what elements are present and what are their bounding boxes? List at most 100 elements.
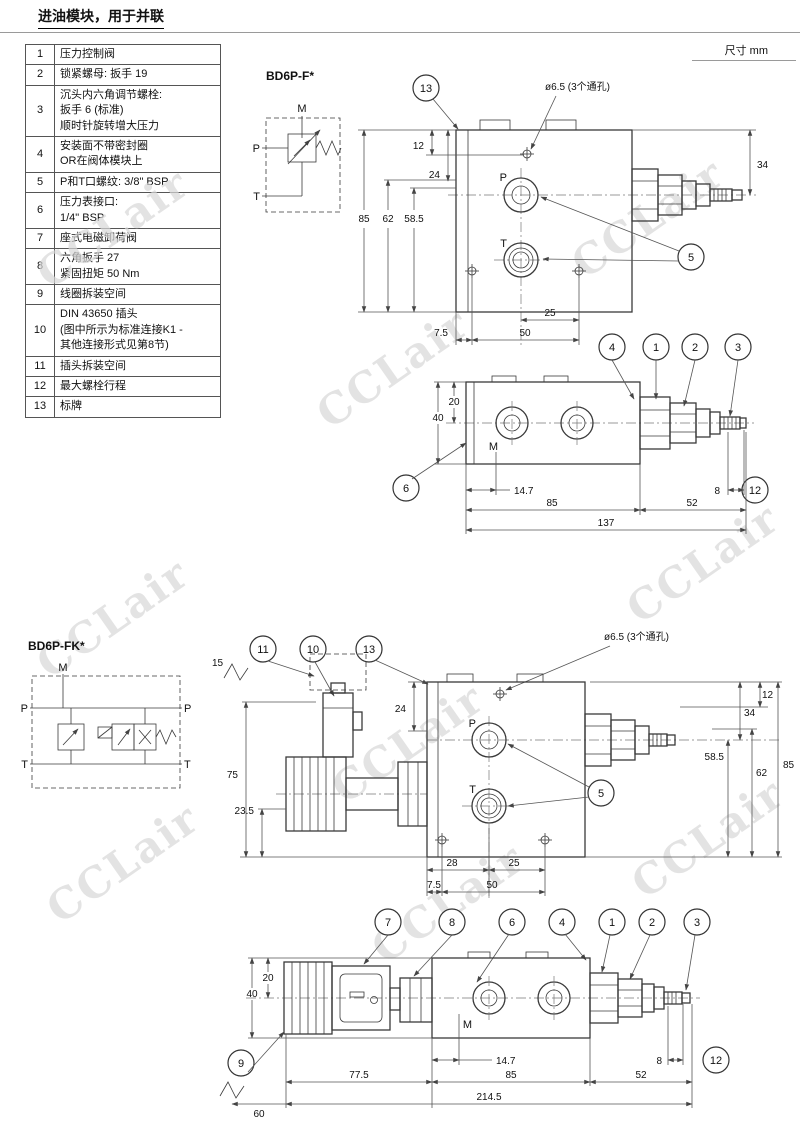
legend-item-number: 3 bbox=[25, 84, 55, 137]
mounting-tab bbox=[545, 119, 577, 131]
hydraulic-symbol: M P P T T bbox=[21, 662, 191, 789]
port-label-t: T bbox=[184, 759, 191, 771]
svg-text:4: 4 bbox=[559, 917, 565, 929]
dim-85: 85 bbox=[358, 214, 370, 225]
port-label-p: P bbox=[500, 172, 507, 184]
spring-symbol bbox=[315, 139, 342, 157]
svg-text:6: 6 bbox=[403, 483, 409, 495]
dimensions-right-side: 12 34 58.5 62 85 bbox=[585, 681, 795, 858]
watermark-layer: CCLair CCLair CCLair CCLair CCLair CCLai… bbox=[28, 148, 793, 973]
port-label-m: M bbox=[489, 441, 498, 453]
dimensions-bottom-view: 20 40 14.7 8 77.5 85 bbox=[219, 957, 693, 1120]
dim-14-7: 14.7 bbox=[496, 1056, 516, 1067]
dim-52: 52 bbox=[635, 1070, 647, 1081]
svg-text:2: 2 bbox=[649, 917, 655, 929]
svg-text:5: 5 bbox=[688, 252, 694, 264]
callout-8: 8 bbox=[438, 908, 466, 936]
dim-23-5: 23.5 bbox=[235, 806, 255, 817]
callout-5: 5 bbox=[587, 779, 615, 807]
port-p bbox=[503, 177, 539, 213]
legend-item-number: 8 bbox=[25, 248, 55, 286]
watermark-text: CCLair bbox=[623, 768, 793, 908]
hole-diameter-note: ø6.5 (3个通孔) bbox=[545, 81, 610, 93]
dim-214-5: 214.5 bbox=[476, 1092, 501, 1103]
mounting-tab bbox=[467, 951, 491, 959]
svg-text:2: 2 bbox=[692, 342, 698, 354]
spring-symbol bbox=[155, 729, 177, 746]
callout-6: 6 bbox=[498, 908, 526, 936]
dim-34: 34 bbox=[757, 160, 769, 171]
dim-137: 137 bbox=[598, 518, 615, 529]
drawing-bd6p-f: BD6P-F* M P T bbox=[253, 69, 769, 534]
legend-item-text: 标牌 bbox=[54, 396, 221, 418]
legend-item-text: 安装面不带密封圈 OR在阀体模块上 bbox=[54, 135, 221, 173]
callout-12: 12 bbox=[702, 1046, 730, 1074]
callout-13: 13 bbox=[412, 74, 440, 102]
dim-25: 25 bbox=[544, 308, 556, 319]
dim-50: 50 bbox=[519, 328, 531, 339]
through-hole bbox=[520, 147, 534, 161]
dim-24: 24 bbox=[429, 170, 441, 181]
plug-cable-tab bbox=[389, 987, 401, 1011]
dim-58-5: 58.5 bbox=[404, 214, 424, 225]
port-label-m: M bbox=[297, 103, 306, 115]
callout-5: 5 bbox=[677, 243, 705, 271]
legend-item-text: 沉头内六角调节螺栓: 扳手 6 (标准) 顺时针旋转增大压力 bbox=[54, 84, 221, 137]
dim-58-5: 58.5 bbox=[705, 752, 725, 763]
callout-4: 4 bbox=[548, 908, 576, 936]
mounting-tab bbox=[491, 375, 517, 383]
dim-77-5: 77.5 bbox=[349, 1070, 369, 1081]
legend-item-number: 13 bbox=[25, 396, 55, 418]
solenoid-coil bbox=[285, 756, 428, 832]
svg-text:3: 3 bbox=[735, 342, 741, 354]
header-rule bbox=[0, 32, 800, 33]
callout-11: 11 bbox=[249, 635, 277, 663]
legend-item-text: 六角扳手 27 紧固扭矩 50 Nm bbox=[54, 248, 221, 286]
model-label: BD6P-FK* bbox=[28, 639, 85, 653]
dim-62: 62 bbox=[756, 768, 768, 779]
solenoid-valve-symbol bbox=[111, 723, 135, 751]
callout-6: 6 bbox=[392, 474, 420, 502]
callout-3: 3 bbox=[724, 333, 752, 361]
dim-75: 75 bbox=[227, 770, 239, 781]
svg-text:13: 13 bbox=[363, 644, 375, 656]
legend-item-text: P和T口螺纹: 3/8" BSP bbox=[54, 171, 221, 194]
mounting-tab bbox=[479, 119, 511, 131]
watermark-text: CCLair bbox=[28, 548, 198, 688]
callout-10: 10 bbox=[299, 635, 327, 663]
dim-85b: 85 bbox=[505, 1070, 517, 1081]
svg-text:3: 3 bbox=[694, 917, 700, 929]
cartridge-nut bbox=[397, 761, 428, 827]
port-label-t: T bbox=[253, 191, 260, 203]
callout-2: 2 bbox=[638, 908, 666, 936]
legend-item-text: 座式电磁卸荷阀 bbox=[54, 227, 221, 250]
through-hole bbox=[465, 264, 479, 278]
dim-52: 52 bbox=[686, 498, 698, 509]
break-symbol bbox=[223, 663, 249, 681]
watermark-text: CCLair bbox=[28, 158, 198, 298]
solenoid-coil-symbol bbox=[97, 726, 113, 739]
dimensions-bottom-view: 40 20 14.7 8 85 52 137 bbox=[432, 381, 747, 534]
dim-62: 62 bbox=[382, 214, 394, 225]
dim-85b: 85 bbox=[546, 498, 558, 509]
watermark-text: CCLair bbox=[618, 493, 788, 633]
hydraulic-symbol: M P T bbox=[253, 103, 342, 213]
svg-text:7: 7 bbox=[385, 917, 391, 929]
legend-item-text: 压力表接口: 1/4" BSP bbox=[54, 192, 221, 229]
plug-cable-tab bbox=[352, 711, 363, 731]
watermark-text: CCLair bbox=[308, 298, 478, 438]
callout-4: 4 bbox=[598, 333, 626, 361]
svg-text:1: 1 bbox=[653, 342, 659, 354]
valve-bottom-view: M bbox=[446, 375, 754, 465]
svg-text:4: 4 bbox=[609, 342, 615, 354]
units-rule bbox=[692, 60, 796, 61]
legend-item-text: 锁紧螺母: 扳手 19 bbox=[54, 64, 221, 86]
dim-28: 28 bbox=[446, 858, 458, 869]
drawing-bd6p-fk: BD6P-FK* M P P T T bbox=[21, 631, 795, 1120]
callout-9: 9 bbox=[227, 1049, 255, 1077]
dim-12: 12 bbox=[413, 141, 425, 152]
